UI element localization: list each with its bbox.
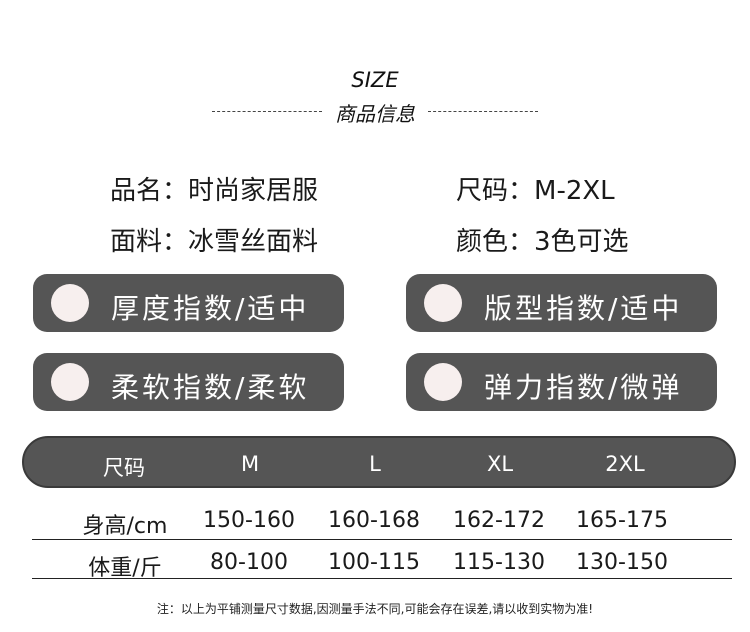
section-subtitle-row: 商品信息 (0, 97, 750, 126)
softness-index-pill: 柔软指数/柔软 (33, 353, 344, 411)
table-cell: 体重/斤 (88, 556, 162, 581)
table-row: 身高/cm 150-160 160-168 162-172 165-175 (0, 502, 750, 542)
product-size-label: 尺码： (456, 176, 535, 206)
thickness-index-label: 厚度指数/适中 (111, 292, 310, 325)
circle-icon (424, 363, 462, 401)
table-cell: 130-150 (576, 550, 668, 575)
table-cell: 160-168 (328, 508, 420, 533)
table-divider (32, 539, 732, 540)
size-table-header-cell: 尺码 (103, 456, 145, 480)
section-title: SIZE (351, 68, 399, 92)
table-row: 体重/斤 80-100 100-115 115-130 130-150 (0, 544, 750, 584)
size-table-header-cell: L (369, 452, 381, 476)
size-table-header-cell: 2XL (605, 452, 645, 476)
softness-index-label: 柔软指数/柔软 (111, 371, 310, 404)
product-name-value: 时尚家居服 (188, 176, 319, 206)
product-name-label: 品名： (110, 176, 189, 206)
size-table-header-cell: XL (486, 452, 514, 476)
product-color-value: 3色可选 (534, 227, 629, 257)
table-cell: 100-115 (328, 550, 420, 575)
circle-icon (424, 284, 462, 322)
section-subtitle: 商品信息 (335, 102, 415, 126)
dashed-divider-right (428, 111, 538, 112)
elasticity-index-pill: 弹力指数/微弹 (406, 353, 717, 411)
circle-icon (51, 363, 89, 401)
table-divider (32, 578, 732, 579)
size-table-header: 尺码 M L XL 2XL (22, 436, 736, 488)
size-table-header-cell: M (240, 452, 260, 476)
elasticity-index-label: 弹力指数/微弹 (484, 371, 683, 404)
thickness-index-pill: 厚度指数/适中 (33, 274, 344, 332)
product-size-value: M-2XL (534, 176, 615, 206)
table-cell: 150-160 (203, 508, 295, 533)
product-name: 品名：时尚家居服 (110, 170, 318, 207)
footnote: 注：以上为平铺测量尺寸数据,因测量手法不同,可能会存在误差,请以收到实物为准! (156, 602, 594, 616)
product-size: 尺码：M-2XL (456, 170, 615, 207)
table-cell: 115-130 (453, 550, 545, 575)
fit-index-label: 版型指数/适中 (484, 292, 683, 325)
product-fabric-value: 冰雪丝面料 (188, 227, 319, 257)
dashed-divider-left (212, 111, 322, 112)
fit-index-pill: 版型指数/适中 (406, 274, 717, 332)
product-fabric-label: 面料： (110, 227, 189, 257)
table-cell: 165-175 (576, 508, 668, 533)
table-cell: 162-172 (453, 508, 545, 533)
product-fabric: 面料：冰雪丝面料 (110, 221, 318, 258)
table-cell: 80-100 (210, 550, 288, 575)
product-color-label: 颜色： (456, 227, 535, 257)
table-cell: 身高/cm (82, 514, 168, 539)
circle-icon (51, 284, 89, 322)
product-color: 颜色：3色可选 (456, 221, 629, 258)
